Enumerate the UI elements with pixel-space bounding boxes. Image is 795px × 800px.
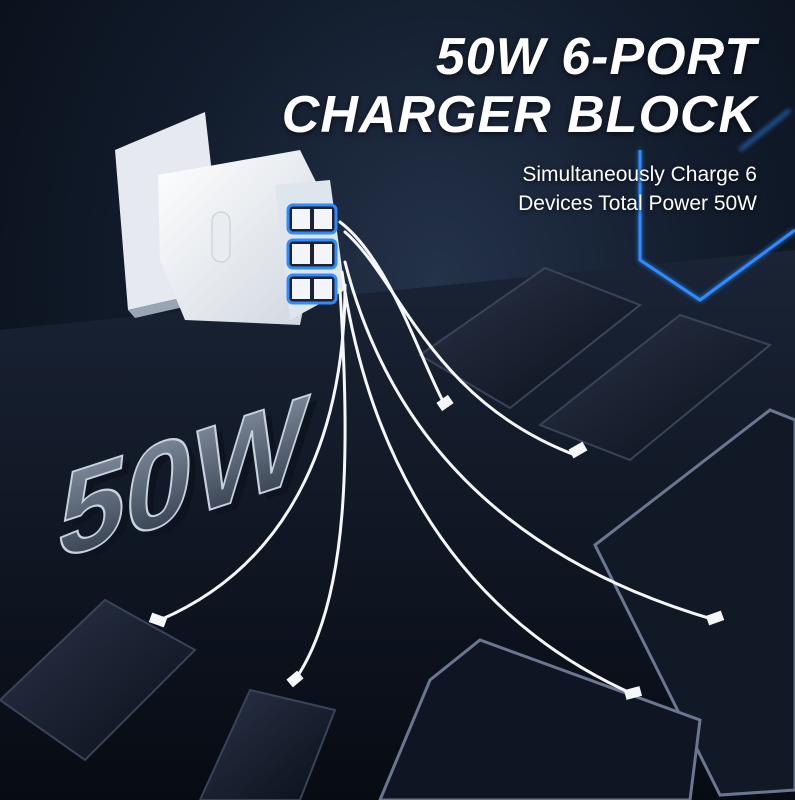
headline-line-2: CHARGER BLOCK: [281, 86, 757, 144]
headline: 50W 6-PORT CHARGER BLOCK: [282, 28, 757, 144]
tablet-bottom: [378, 638, 702, 800]
tablet-right: [593, 408, 795, 797]
phone-top-right: [538, 313, 773, 462]
phone-bottom-left: [0, 598, 197, 762]
cables: [158, 220, 717, 697]
phone-top-left: [418, 266, 642, 410]
charger-block: [158, 150, 345, 325]
usb-connectors: [148, 394, 725, 700]
devices: [0, 266, 795, 800]
subtitle-line-1: Simultaneously Charge 6: [522, 163, 757, 186]
subtitle: Simultaneously Charge 6 Devices Total Po…: [518, 160, 757, 218]
phone-bottom-center: [198, 688, 337, 800]
subtitle-line-2: Devices Total Power 50W: [518, 192, 757, 215]
headline-line-1: 50W 6-PORT: [435, 28, 757, 86]
